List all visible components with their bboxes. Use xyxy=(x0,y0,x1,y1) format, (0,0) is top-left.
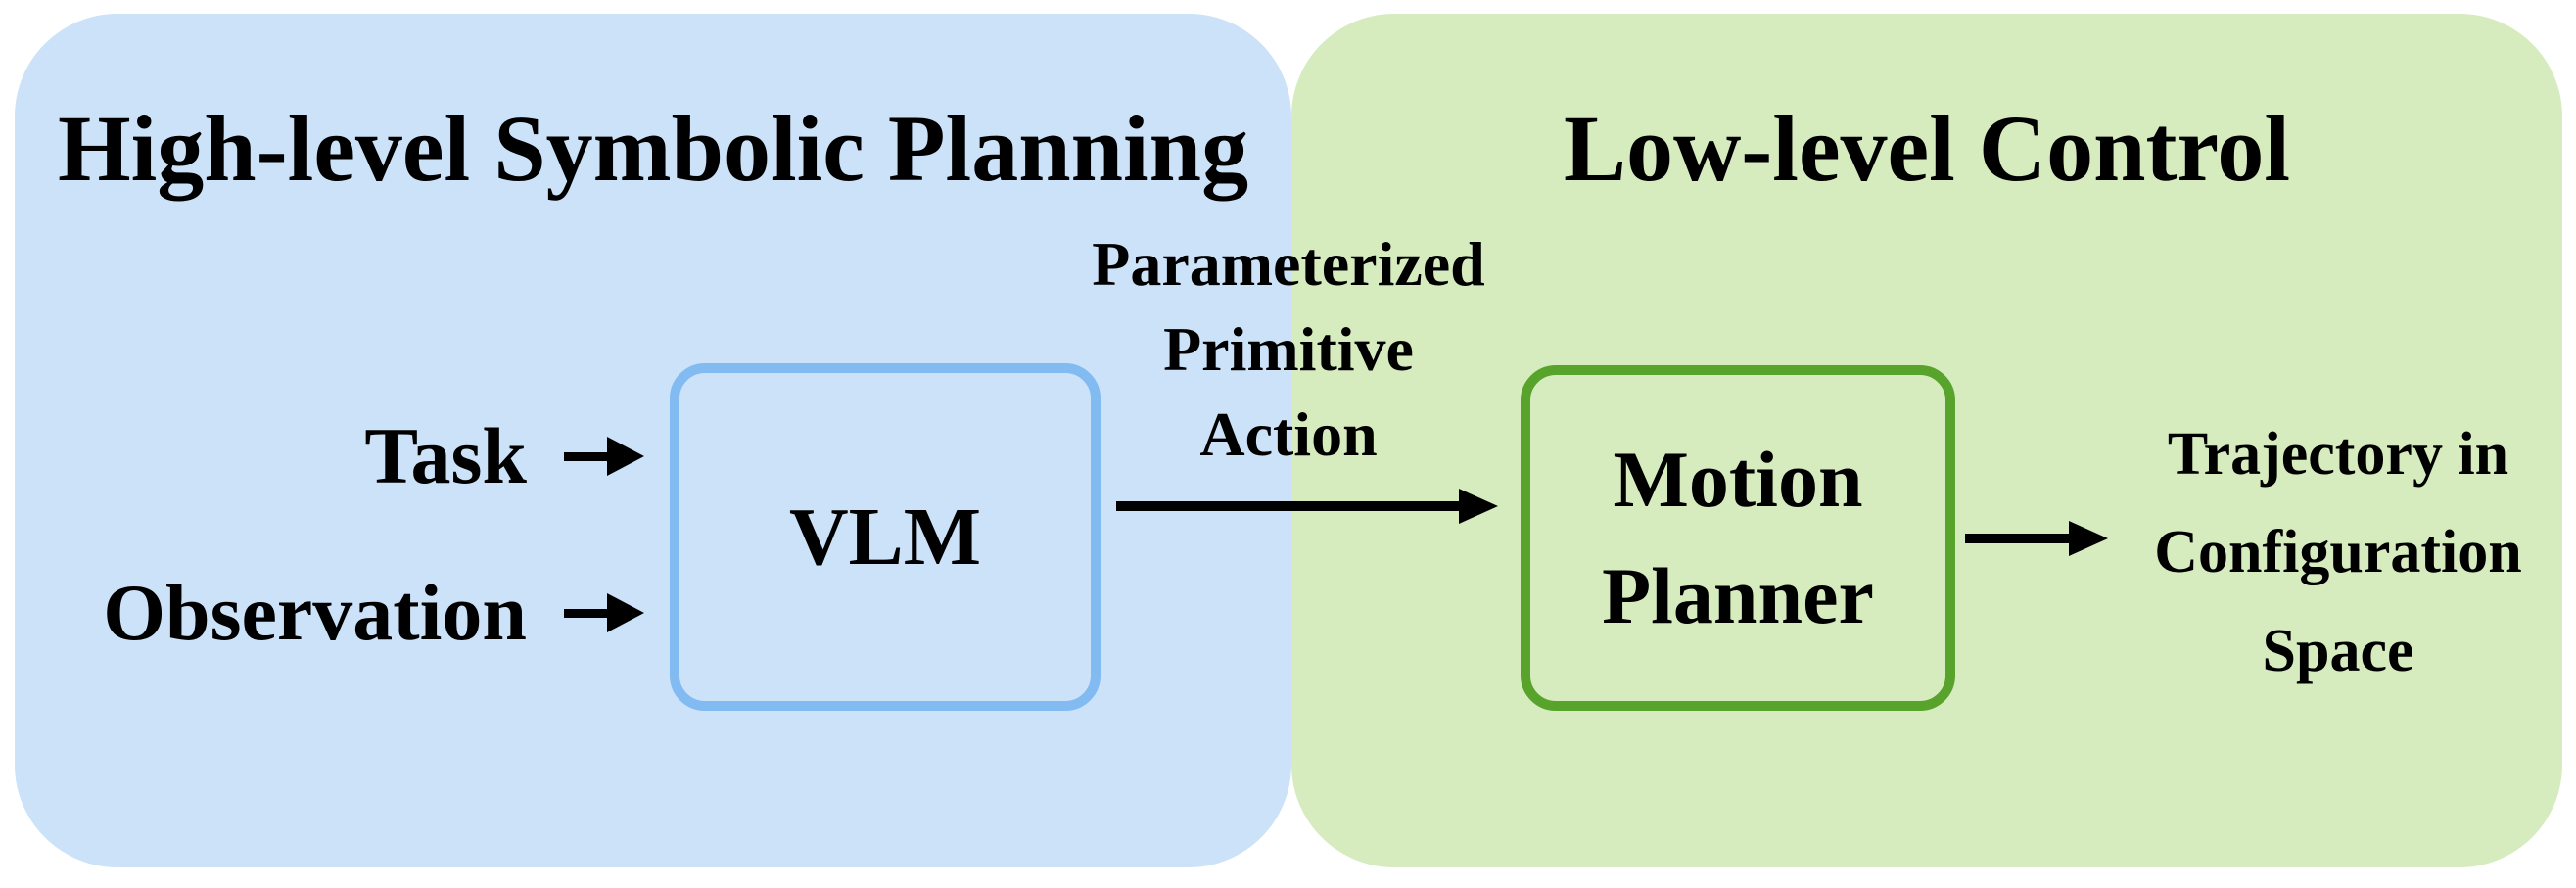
output-label-line: Trajectory in xyxy=(2167,421,2509,488)
vlm-to-motion-arrow-icon xyxy=(1116,487,1498,526)
output-label-line: Configuration xyxy=(2154,519,2522,586)
vlm-node-label: VLM xyxy=(789,491,981,583)
edge-label-line: Parameterized xyxy=(1092,229,1485,299)
low-level-panel-title: Low-level Control xyxy=(1563,96,2291,201)
vlm-node: VLM xyxy=(670,363,1101,711)
output-label-line: Space xyxy=(2262,617,2414,684)
observation-arrow-right-icon xyxy=(564,591,646,634)
task-arrow-right-icon xyxy=(564,435,646,478)
observation-input-label: Observation xyxy=(103,568,527,657)
high-level-panel-title: High-level Symbolic Planning xyxy=(57,96,1249,201)
motion-planner-label-line2: Planner xyxy=(1602,550,1874,640)
motion-planner-label-line1: Motion xyxy=(1613,434,1863,524)
high-level-planning-panel: High-level Symbolic Planning xyxy=(15,14,1291,867)
motion-output-arrow-icon xyxy=(1965,519,2108,558)
task-input-label: Task xyxy=(364,411,527,500)
edge-label-line: Primitive xyxy=(1163,314,1414,385)
edge-label-line: Action xyxy=(1199,399,1378,470)
trajectory-output-label: Trajectory in Configuration Space xyxy=(2064,405,2576,700)
motion-planner-node: Motion Planner xyxy=(1521,365,1955,711)
low-level-control-panel: Low-level Control xyxy=(1291,14,2562,867)
parameterized-primitive-action-label: Parameterized Primitive Action xyxy=(995,221,1582,477)
